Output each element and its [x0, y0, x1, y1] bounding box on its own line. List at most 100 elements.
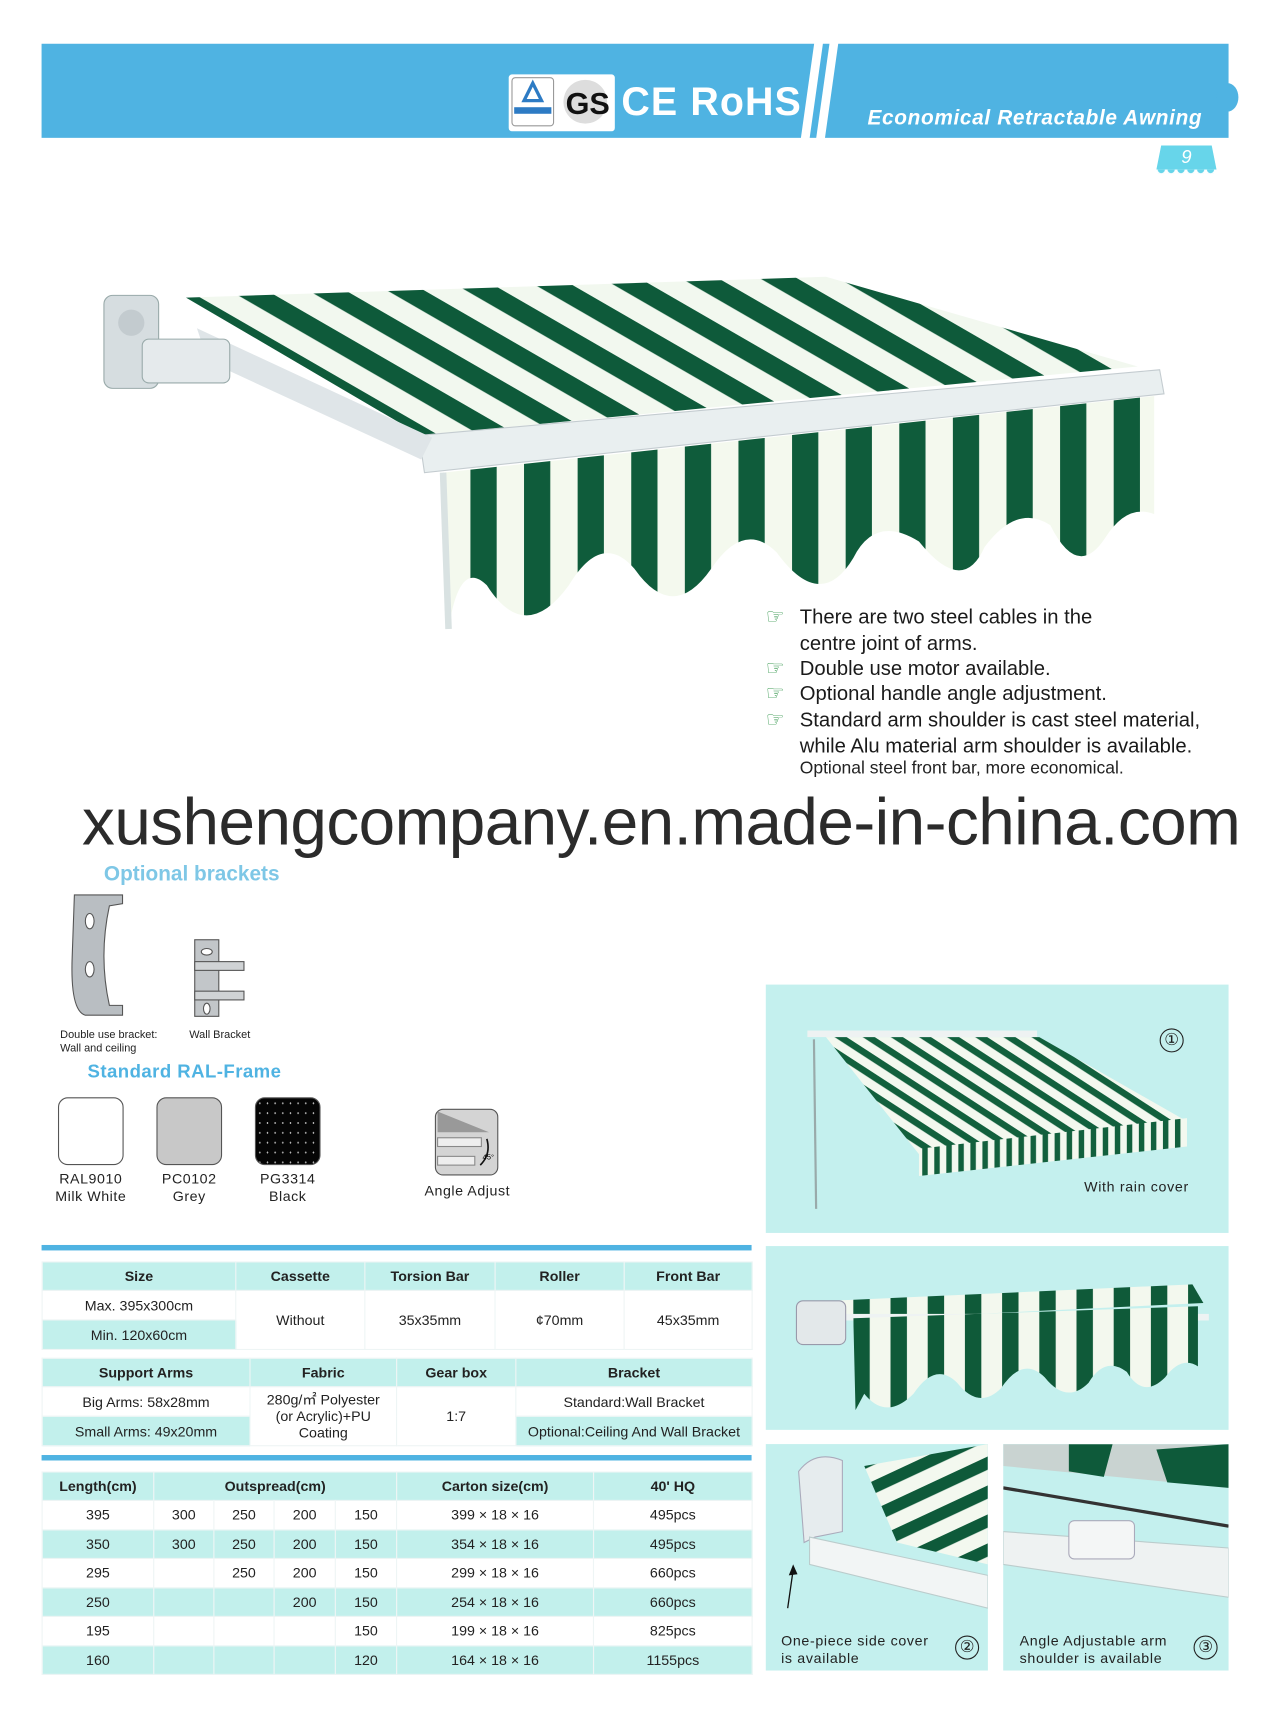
- angle-adjust-icon: 45°: [434, 1108, 499, 1176]
- outspread-cell: [213, 1586, 275, 1617]
- svg-text:GS: GS: [566, 87, 610, 121]
- swatch-milk-white: [57, 1097, 124, 1166]
- hq-quantity-cell: 495pcs: [592, 1499, 753, 1530]
- page-number: 9: [1156, 145, 1217, 170]
- outspread-cell: [153, 1557, 215, 1588]
- outspread-cell: 150: [334, 1615, 398, 1646]
- swatch-grey: [156, 1097, 223, 1166]
- spec-table-3: Length(cm) Outspread(cm) Carton size(cm)…: [41, 1471, 753, 1675]
- carton-size-cell: 299 × 18 × 16: [396, 1557, 595, 1588]
- bracket-caption: Wall Bracket: [189, 1029, 251, 1042]
- outspread-cell: [213, 1644, 275, 1675]
- spec-table-1: Size Cassette Torsion Bar Roller Front B…: [41, 1261, 753, 1350]
- bracket-images: [71, 894, 245, 1017]
- carton-size-cell: 164 × 18 × 16: [396, 1644, 595, 1675]
- swatch-black: [254, 1097, 321, 1166]
- pointing-hand-icon: ☞: [765, 682, 785, 706]
- carton-size-cell: 254 × 18 × 16: [396, 1586, 595, 1617]
- header-size: Size: [41, 1261, 237, 1291]
- frame-heading: Standard RAL-Frame: [87, 1061, 282, 1082]
- length-cell: 350: [41, 1528, 155, 1559]
- side-cover-image: [787, 1444, 988, 1609]
- carton-size-cell: 354 × 18 × 16: [396, 1528, 595, 1559]
- feature-item: ☞Double use motor available.: [765, 656, 1051, 681]
- size-min: Min. 120x60cm: [41, 1319, 237, 1350]
- outspread-cell: 250: [213, 1557, 275, 1588]
- header-bracket: Bracket: [515, 1357, 753, 1388]
- length-cell: 250: [41, 1586, 155, 1617]
- hq-quantity-cell: 660pcs: [592, 1557, 753, 1588]
- ce-rohs-mark: CE RoHS: [621, 78, 802, 124]
- watermark: xushengcompany.en.made-in-china.com: [82, 785, 1241, 859]
- wall-bracket-icon: [194, 939, 245, 1017]
- brackets-heading: Optional brackets: [103, 863, 280, 887]
- certification-logos: GS: [508, 74, 615, 132]
- double-use-bracket-icon: [71, 894, 124, 1016]
- header-carton-size: Carton size(cm): [396, 1471, 595, 1501]
- front-bar-value: 45x35mm: [623, 1289, 753, 1350]
- outspread-cell: 200: [273, 1499, 336, 1530]
- roller-value: ¢70mm: [494, 1289, 625, 1350]
- header-support-arms: Support Arms: [41, 1357, 251, 1388]
- header-band: [41, 43, 1229, 138]
- panel-number: ①: [1159, 1028, 1184, 1053]
- outspread-cell: [153, 1644, 215, 1675]
- panel-caption: With rain cover: [1084, 1178, 1189, 1195]
- outspread-cell: 300: [153, 1528, 215, 1559]
- outspread-cell: 120: [334, 1644, 398, 1675]
- length-cell: 160: [41, 1644, 155, 1675]
- small-arms: Small Arms: 49x20mm: [41, 1415, 251, 1447]
- length-cell: 395: [41, 1499, 155, 1530]
- hq-quantity-cell: 660pcs: [592, 1586, 753, 1617]
- torsion-bar-value: 35x35mm: [364, 1289, 496, 1350]
- outspread-cell: 150: [334, 1557, 398, 1588]
- outspread-cell: [273, 1615, 336, 1646]
- outspread-cell: [213, 1615, 275, 1646]
- rain-cover-awning-image: [807, 1030, 1187, 1209]
- product-panel-front-view: [765, 1246, 1229, 1430]
- page-tab-fringe: [1156, 169, 1217, 174]
- hq-quantity-cell: 1155pcs: [592, 1644, 753, 1675]
- cassette-value: Without: [235, 1289, 366, 1350]
- outspread-cell: [153, 1615, 215, 1646]
- main-awning-image: [103, 276, 1165, 630]
- pointing-hand-icon: ☞: [765, 708, 785, 732]
- pointing-hand-icon: ☞: [765, 606, 785, 630]
- panel-number: ②: [955, 1635, 980, 1660]
- outspread-cell: 150: [334, 1528, 398, 1559]
- arm-shoulder-image: [1003, 1444, 1229, 1598]
- front-view-awning-image: [795, 1284, 1209, 1411]
- header-fabric: Fabric: [249, 1357, 398, 1388]
- outspread-cell: 200: [273, 1586, 336, 1617]
- header-roller: Roller: [494, 1261, 625, 1291]
- header-gear-box: Gear box: [396, 1357, 517, 1388]
- length-cell: 295: [41, 1557, 155, 1588]
- header-length: Length(cm): [41, 1471, 155, 1501]
- header-torsion-bar: Torsion Bar: [364, 1261, 496, 1291]
- outspread-cell: 250: [213, 1499, 275, 1530]
- header-outspread: Outspread(cm): [153, 1471, 398, 1501]
- bracket-optional: Optional:Ceiling And Wall Bracket: [515, 1415, 753, 1447]
- angle-adjust-label: Angle Adjust: [424, 1182, 511, 1200]
- gear-box-value: 1:7: [396, 1386, 517, 1447]
- outspread-cell: [273, 1644, 336, 1675]
- outspread-cell: [153, 1586, 215, 1617]
- outspread-cell: 150: [334, 1586, 398, 1617]
- outspread-cell: 200: [273, 1528, 336, 1559]
- outspread-cell: 300: [153, 1499, 215, 1530]
- feature-item: ☞Optional handle angle adjustment.: [765, 681, 1107, 706]
- front-bar: [418, 369, 1165, 474]
- canopy: [185, 276, 1138, 436]
